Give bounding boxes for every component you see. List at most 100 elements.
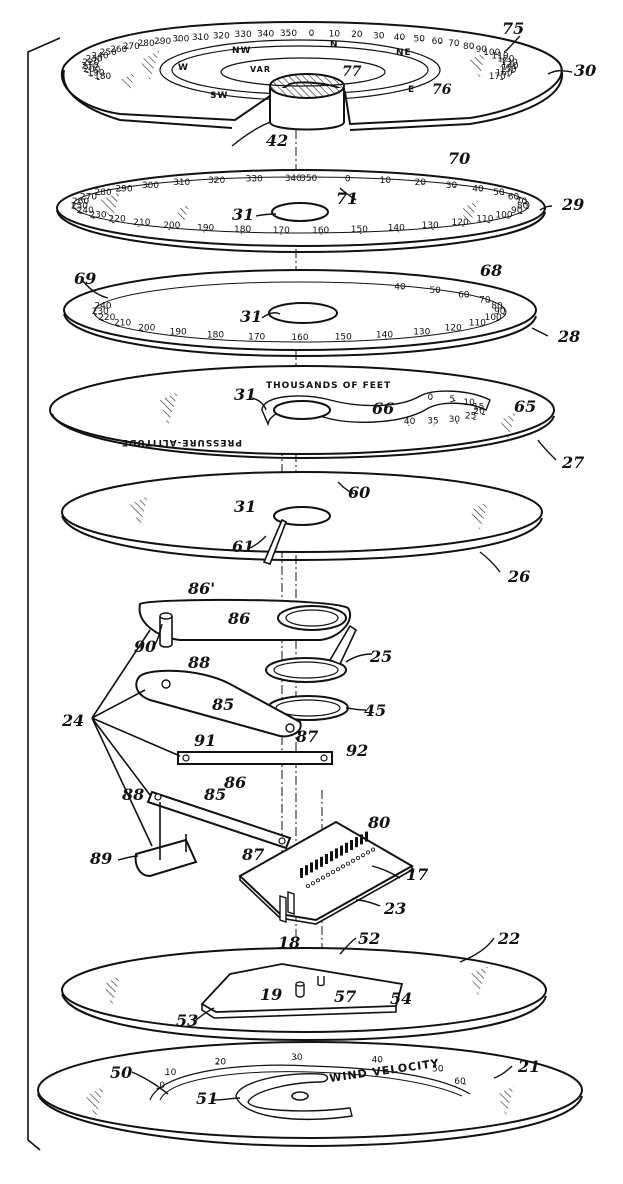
disc-29-hole [272, 203, 328, 221]
disc-28-tick-label: 170 [248, 332, 265, 342]
ref-27: 27 [561, 453, 584, 472]
contact-17 [300, 868, 303, 878]
disc-21-hole [292, 1092, 308, 1100]
disc-30-tick-label: 350 [280, 29, 297, 39]
ref-88b: 88 [121, 785, 144, 804]
disc-28-tick-mark [466, 296, 468, 297]
disc-28-tick-mark [480, 326, 483, 327]
disc-30-tick-label: 50 [413, 35, 425, 45]
ref-91: 91 [194, 731, 216, 750]
disc-30-tick-label: 320 [213, 31, 230, 41]
disc-28-tick-label: 100 [485, 313, 502, 323]
contact-17 [335, 848, 338, 858]
disc-30-tick-label: 290 [154, 37, 171, 47]
disc-29-tick-label: 20 [415, 178, 427, 188]
disc-29-tick-label: 90 [511, 206, 523, 216]
disc-29-tick-label: 100 [495, 211, 512, 221]
leader-24 [92, 630, 180, 846]
disc-29-tick-label: 320 [208, 176, 225, 186]
disc-28-tick-label: 140 [376, 331, 393, 341]
disc-29-tick-label: 10 [380, 176, 392, 186]
disc-30-tick-mark [335, 35, 336, 36]
disc-28-tick-label: 200 [138, 323, 155, 333]
disc-21-tick-label: 60 [454, 1077, 466, 1087]
compass-label-e: E [408, 85, 415, 95]
hole-91 [183, 755, 189, 761]
contact-17 [345, 843, 348, 853]
ref-42: 42 [266, 131, 288, 150]
disc-30-tick-label: 0 [309, 29, 315, 39]
disc-29-tick-label: 50 [493, 188, 505, 198]
ref-22: 22 [497, 929, 520, 948]
disc-29-tick-label: 220 [109, 215, 126, 225]
hole-92 [321, 755, 327, 761]
ref-76: 76 [432, 82, 452, 98]
disc-21-tick-label: 40 [372, 1056, 384, 1066]
hole-87-upper [286, 724, 294, 732]
disc-28-tick-label: 70 [479, 296, 491, 306]
disc-29-tick-label: 150 [351, 225, 368, 235]
ref-77: 77 [342, 64, 362, 80]
disc-29-tick-label: 110 [476, 215, 493, 225]
ref-86a: 86 [227, 609, 250, 628]
disc-21-tick-mark [440, 1070, 443, 1071]
ref-75: 75 [502, 19, 524, 38]
disc-28-tick-label: 210 [114, 319, 131, 329]
contact-17 [305, 865, 308, 875]
contact-17 [360, 834, 363, 844]
disc-29-tick-label: 280 [95, 188, 112, 198]
disc-28-tick-label: 40 [394, 283, 406, 293]
disc-28-tick-label: 150 [335, 332, 352, 342]
disc-30-tick-label: 20 [351, 30, 363, 40]
disc-29-tick-label: 210 [133, 218, 150, 228]
ref-90: 90 [134, 637, 156, 656]
disc-29-tick-label: 30 [446, 181, 458, 191]
ref-69: 69 [74, 269, 96, 288]
ref-31d: 31 [234, 497, 256, 516]
disc-30-tick-label: 80 [463, 42, 475, 52]
disc-29-tick-label: 170 [273, 226, 290, 236]
ref-21: 21 [517, 1057, 540, 1076]
disc-30-tick-label: 300 [172, 35, 189, 45]
contact-17 [350, 840, 353, 850]
ref-85a: 85 [211, 695, 234, 714]
disc-29-tick-label: 340 [285, 174, 302, 184]
ref-50: 50 [110, 1063, 132, 1082]
contact-17 [315, 860, 318, 870]
compass-label-n: N [330, 40, 339, 50]
ref-89: 89 [89, 849, 112, 868]
disc-30-tick-label: 310 [192, 33, 209, 43]
disc-27-bottom-caption: PRESSURE-ALTITUDE [121, 437, 242, 447]
disc-29-tick-label: 120 [452, 218, 469, 228]
post-18b [288, 892, 294, 914]
disc-27-tick-label: 0 [428, 393, 434, 403]
ref-19: 19 [260, 985, 282, 1004]
disc-27-hole [274, 401, 330, 419]
ref-45: 45 [364, 701, 386, 720]
ref-31a: 31 [232, 205, 254, 224]
ref-31c: 31 [234, 385, 256, 404]
disc-28-tick-label: 130 [413, 327, 430, 337]
contact-17 [355, 837, 358, 847]
ref-25: 25 [369, 647, 392, 666]
disc-27-tick-mark [431, 398, 432, 399]
disc-28-tick-mark [117, 326, 120, 327]
disc-27-tick-label: 30 [449, 415, 461, 425]
disc-30-tick-label: 280 [138, 39, 155, 49]
disc-27-top-caption: THOUSANDS OF FEET [266, 381, 391, 391]
contact-17 [365, 832, 368, 842]
hole-88-lower [155, 794, 161, 800]
disc-27-tick-label: 40 [404, 417, 416, 427]
disc-29-tick-label: 290 [115, 184, 132, 194]
disc-30-tick-label: 170 [489, 72, 506, 82]
disc-27-tick-mark [473, 419, 476, 420]
post-18 [280, 896, 286, 922]
ref-54: 54 [390, 989, 412, 1008]
disc-29-tick-label: 180 [234, 225, 251, 235]
disc-28-tick-label: 60 [458, 291, 470, 301]
disc-28-tick-label: 240 [94, 301, 111, 311]
